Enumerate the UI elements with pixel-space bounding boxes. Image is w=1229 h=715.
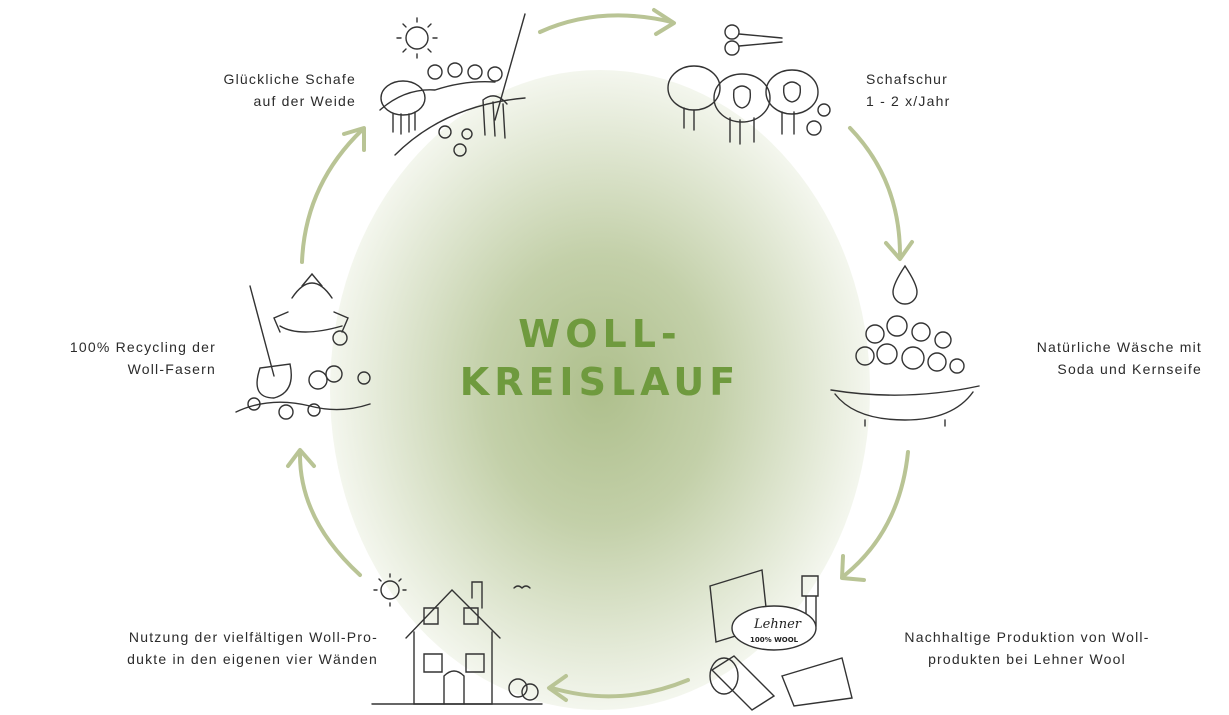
- arrowhead-4: [547, 674, 568, 702]
- arrowhead-2: [884, 240, 914, 261]
- diagram-title: WOLL- KREISLAUF: [380, 310, 820, 406]
- arrowhead-3: [840, 554, 866, 582]
- arrow-schur-to-waesche: [848, 126, 902, 257]
- shears-sheep-icon: [664, 18, 844, 163]
- arrowhead-5: [286, 448, 316, 468]
- label-nutzung: Nutzung der vielfältigen Woll-Pro- dukte…: [127, 629, 378, 667]
- title-line1: WOLL-: [518, 312, 682, 356]
- label-recycling: 100% Recycling der Woll-Fasern: [69, 339, 216, 377]
- arrowhead-6: [342, 126, 366, 152]
- label-schur: Schafschur 1 - 2 x/Jahr: [866, 71, 951, 109]
- center-glow: [330, 70, 870, 710]
- recycling-icon: [230, 268, 380, 433]
- label-weide: Glückliche Schafe auf der Weide: [223, 71, 356, 109]
- title-line2: KREISLAUF: [459, 360, 741, 404]
- arrow-waesche-to-produktion: [843, 450, 910, 577]
- brand-tag: 100% WOOL: [750, 636, 799, 644]
- arrowhead-1: [652, 8, 676, 36]
- arrow-produktion-to-nutzung: [550, 678, 690, 699]
- sheep-meadow-icon: [375, 10, 535, 165]
- label-waesche: Natürliche Wäsche mit Soda und Kernseife: [1036, 339, 1202, 377]
- arrow-recycling-to-weide: [300, 128, 364, 264]
- brand-logo: Lehner: [753, 617, 802, 632]
- arrow-weide-to-schur: [538, 13, 674, 34]
- arrow-nutzung-to-recycling: [298, 453, 362, 577]
- wool-products-icon: Lehner 100% WOOL: [702, 566, 862, 715]
- label-produktion: Nachhaltige Produktion von Woll- produkt…: [904, 629, 1150, 667]
- house-icon: [371, 568, 543, 713]
- wash-tub-icon: [825, 262, 985, 432]
